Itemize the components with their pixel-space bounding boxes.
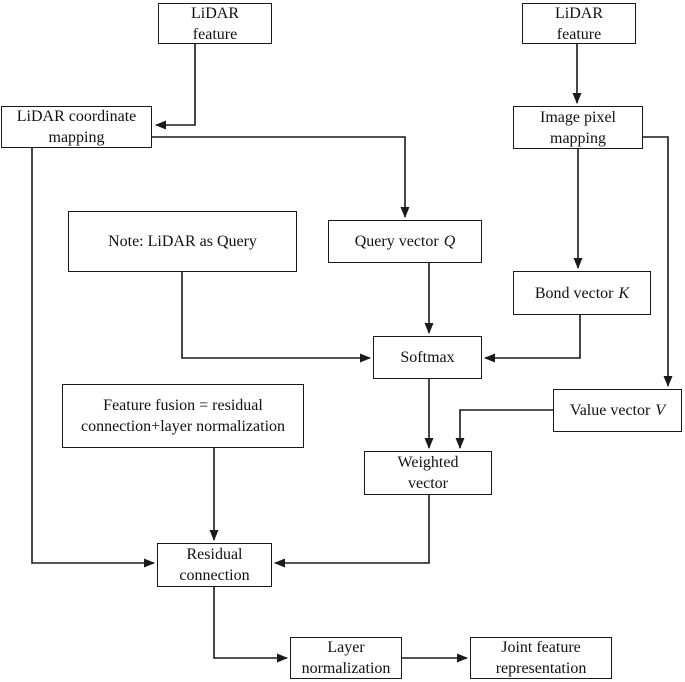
bond-vector-text: Bond vector <box>534 284 614 302</box>
arrow-lidar-feature-left-to-coordinate-mapping <box>155 44 196 130</box>
node-label-line: mapping <box>48 129 105 146</box>
node-label-line: mapping <box>550 129 606 147</box>
arrow-residual-connection-to-layer-normalization <box>213 587 288 663</box>
residual-connection-box: Residual connection <box>157 543 272 587</box>
arrow-coordinate-mapping-to-query-vector <box>152 136 410 218</box>
node-label-line: LiDAR <box>555 4 603 22</box>
arrow-note-to-softmax <box>181 272 371 363</box>
node-label-line: feature <box>192 25 238 43</box>
node-label-line: vector <box>408 475 448 492</box>
lidar-feature-left-box: LiDAR feature <box>158 3 272 44</box>
arrow-bond-vector-to-softmax <box>484 315 581 363</box>
node-label-line: representation <box>495 660 587 677</box>
node-label-line: connection <box>179 567 250 584</box>
node-label-line: Layer <box>327 639 365 656</box>
arrow-image-pixel-mapping-to-value-vector <box>643 136 673 387</box>
node-label-line: Joint feature <box>501 639 581 656</box>
layer-normalization-box: Layer normalization <box>290 637 402 679</box>
node-label-line: Feature fusion = residual <box>103 397 263 414</box>
query-vector-text: Query vector <box>354 233 439 250</box>
node-label-line: Softmax <box>400 349 455 366</box>
node-label-line: feature <box>556 25 602 43</box>
node-label-line: Residual <box>186 546 243 563</box>
arrow-value-vector-to-weighted-vector <box>455 409 553 449</box>
joint-feature-representation-box: Joint feature representation <box>470 637 612 679</box>
node-label-line: LiDAR <box>191 4 239 22</box>
value-symbol: V <box>655 402 666 419</box>
node-label-line: LiDAR coordinate <box>16 108 137 125</box>
value-vector-text: Value vector <box>569 402 651 419</box>
lidar-feature-right-box: LiDAR feature <box>522 3 636 44</box>
lidar-coordinate-mapping-box: LiDAR coordinate mapping <box>1 106 152 148</box>
arrow-coordinate-mapping-to-residual-connection <box>31 148 155 568</box>
feature-fusion-note-box: Feature fusion = residual connection+lay… <box>62 384 304 448</box>
softmax-box: Softmax <box>373 336 482 379</box>
node-label-line: Note: LiDAR as Query <box>108 233 257 250</box>
node-label-line: normalization <box>301 660 391 677</box>
note-lidar-as-query-box: Note: LiDAR as Query <box>68 211 297 272</box>
image-pixel-mapping-box: Image pixel mapping <box>513 106 643 149</box>
node-label-line: Weighted <box>397 454 459 471</box>
query-symbol: Q <box>443 233 456 250</box>
node-label-line: connection+layer normalization <box>80 418 286 435</box>
key-symbol: K <box>618 284 630 302</box>
arrow-weighted-vector-to-residual-connection <box>274 495 430 568</box>
weighted-vector-box: Weighted vector <box>364 451 492 495</box>
node-label-line: Image pixel <box>540 108 616 126</box>
